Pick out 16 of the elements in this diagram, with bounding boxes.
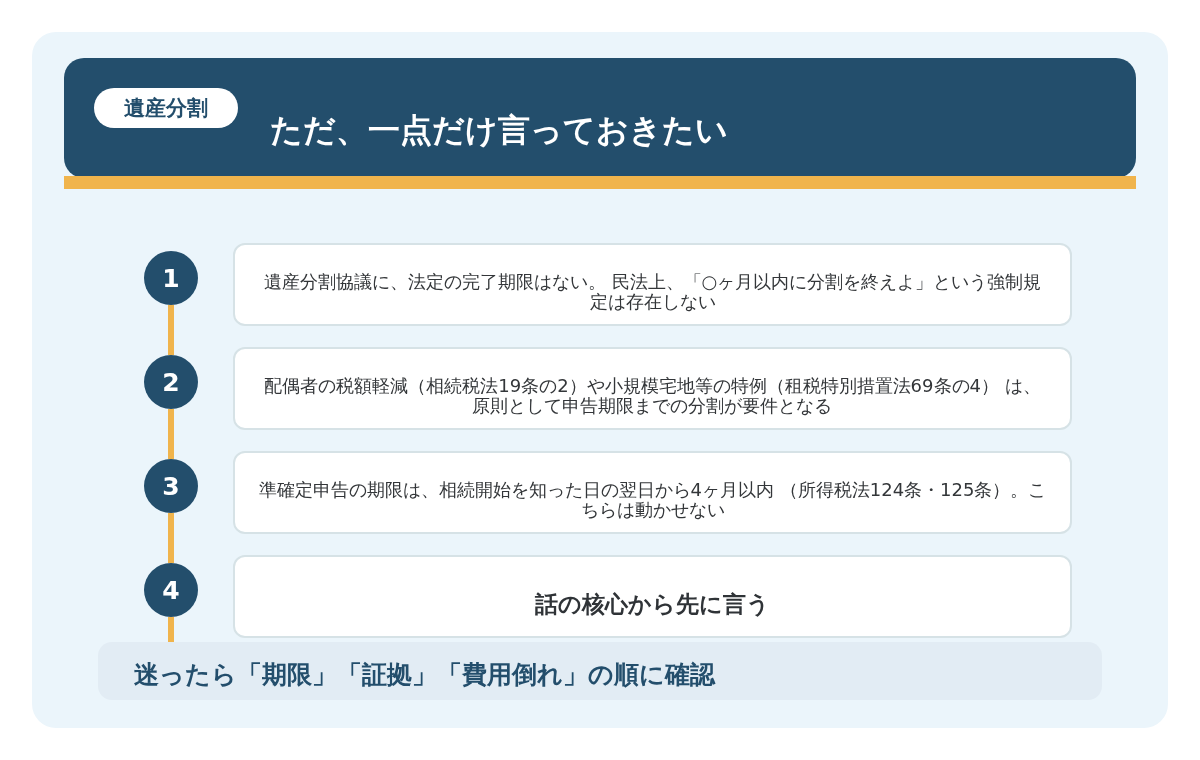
step-text: 準確定申告の期限は、相続開始を知った日の翌日から4ヶ月以内 （所得税法124条・125条）。こちらは動かせない	[257, 479, 1048, 520]
summary-banner	[98, 642, 1102, 700]
title: ただ、一点だけ言っておきたい	[270, 110, 728, 150]
step-card	[233, 347, 1072, 430]
connector-line	[168, 513, 174, 563]
connector-line	[168, 617, 174, 642]
connector-line	[168, 409, 174, 459]
step-text: 遺産分割協議に、法定の完了期限はない。 民法上、「○ヶ月以内に分割を終えよ」という強制規定は存在しない	[262, 271, 1043, 312]
step-text: 話の核心から先に言う	[535, 589, 770, 619]
step-card	[233, 451, 1072, 534]
step-card	[233, 243, 1072, 326]
step-card	[233, 555, 1072, 638]
connector-line	[168, 305, 174, 355]
category-tag: 遺産分割	[94, 88, 238, 128]
summary-text: 迷ったら「期限」「証拠」「費用倒れ」の順に確認	[134, 659, 717, 691]
step-text: 配偶者の税額軽減（相続税法19条の2）や小規模宅地等の特例（租税特別措置法69条の4） は、原則として申告期限までの分割が要件となる	[263, 375, 1042, 416]
